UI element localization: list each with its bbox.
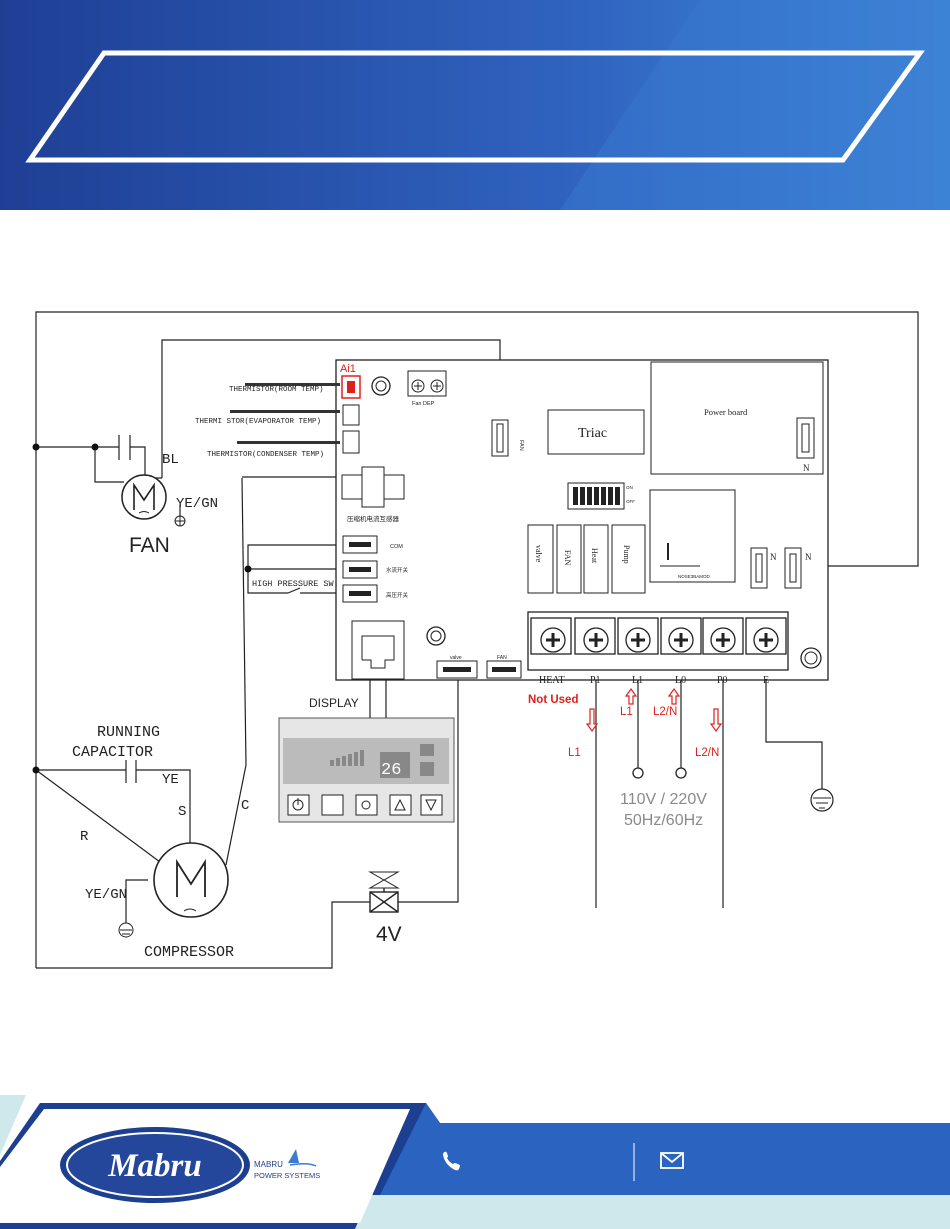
phone-icon — [443, 1151, 460, 1171]
ye-label: YE — [162, 772, 179, 788]
four-way-valve — [368, 871, 400, 913]
connector-ai1-label: Ai1 — [340, 363, 356, 375]
fan-label: FAN — [129, 534, 170, 557]
footer-bar: Mabru MABRU POWER SYSTEMS — [0, 1095, 950, 1229]
l1-label-a: L1 — [620, 706, 633, 718]
relay-heat-label: Heat — [590, 548, 599, 564]
thermistor-evaporator-label: THERMI STOR(EVAPORATOR TEMP) — [195, 418, 321, 426]
dip-on-label: ON — [626, 485, 633, 490]
brand-sub-1: MABRU — [254, 1160, 283, 1169]
voltage-label: 110V / 220V — [620, 791, 707, 808]
terminal-e-label: E — [763, 675, 769, 686]
terminal-l1-label: L1 — [632, 675, 643, 686]
port-valve-label: valve — [450, 655, 462, 661]
port-fan-label: FAN — [497, 655, 507, 661]
email-icon — [660, 1152, 684, 1169]
fan-motor — [121, 474, 186, 527]
l2n-label-a: L2/N — [653, 706, 677, 718]
l2n-label-b: L2/N — [695, 747, 719, 759]
not-used-label: Not Used — [528, 694, 578, 706]
r-label: R — [80, 829, 89, 845]
header-parallelogram — [25, 50, 925, 163]
control-board — [230, 359, 829, 681]
relay-fan-label: FAN — [563, 550, 572, 566]
valve-4v-label: 4V — [376, 923, 402, 946]
power-board-label: Power board — [704, 407, 748, 417]
terminal-p0-label: P0 — [717, 675, 728, 686]
compressor-motor — [118, 842, 229, 938]
high-pressure-port-label: 高压开关 — [386, 591, 409, 599]
display-label: DISPLAY — [309, 696, 359, 710]
triac-label: Triac — [578, 426, 607, 441]
lcd-number: 26 — [381, 761, 401, 780]
brand-logo-text: Mabru — [107, 1148, 202, 1184]
terminal-heat-label: HEAT — [539, 675, 565, 686]
thermistor-condenser-label: THERMISTOR(CONDENSER TEMP) — [207, 451, 324, 459]
fan-dep-label: Fan DEP — [412, 401, 435, 407]
fan-port-top-label: FAN — [518, 440, 524, 451]
chip-label: NOSE3BAMOD — [678, 574, 711, 579]
n-mid-2-label: N — [805, 552, 812, 562]
thermistor-room-label: THERMISTOR(ROOM TEMP) — [229, 386, 324, 394]
compressor-ground-label: YE/GN — [85, 887, 127, 903]
c-label: C — [241, 798, 249, 814]
n-mid-1-label: N — [770, 552, 777, 562]
running-capacitor-label-2: CAPACITOR — [72, 744, 153, 761]
l1-label-b: L1 — [568, 747, 581, 759]
current-sensor-label: 压缩机电流互感器 — [347, 514, 400, 523]
ground-symbol — [810, 788, 834, 812]
water-flow-label: 水流开关 — [386, 566, 409, 574]
n-right-label: N — [803, 463, 810, 473]
high-pressure-switch-label: HIGH PRESSURE SW. — [252, 579, 339, 589]
compressor-label: COMPRESSOR — [144, 944, 234, 961]
terminal-l0-label: L0 — [675, 675, 686, 686]
frequency-label: 50Hz/60Hz — [624, 812, 703, 829]
brand-sub-2: POWER SYSTEMS — [254, 1171, 320, 1180]
dip-off-label: OFF — [626, 499, 635, 504]
bl-label: BL — [162, 452, 179, 468]
terminal-p1-label: P1 — [590, 675, 601, 686]
display-panel — [278, 717, 455, 823]
header-banner — [0, 0, 950, 210]
s-label: S — [178, 804, 186, 820]
relay-pump-label: Pump — [622, 545, 631, 564]
running-capacitor-label-1: RUNNING — [97, 724, 160, 741]
com-label: COM — [390, 544, 403, 550]
relay-valve-label: valve — [534, 545, 543, 563]
fan-ground-label: YE/GN — [176, 496, 218, 512]
